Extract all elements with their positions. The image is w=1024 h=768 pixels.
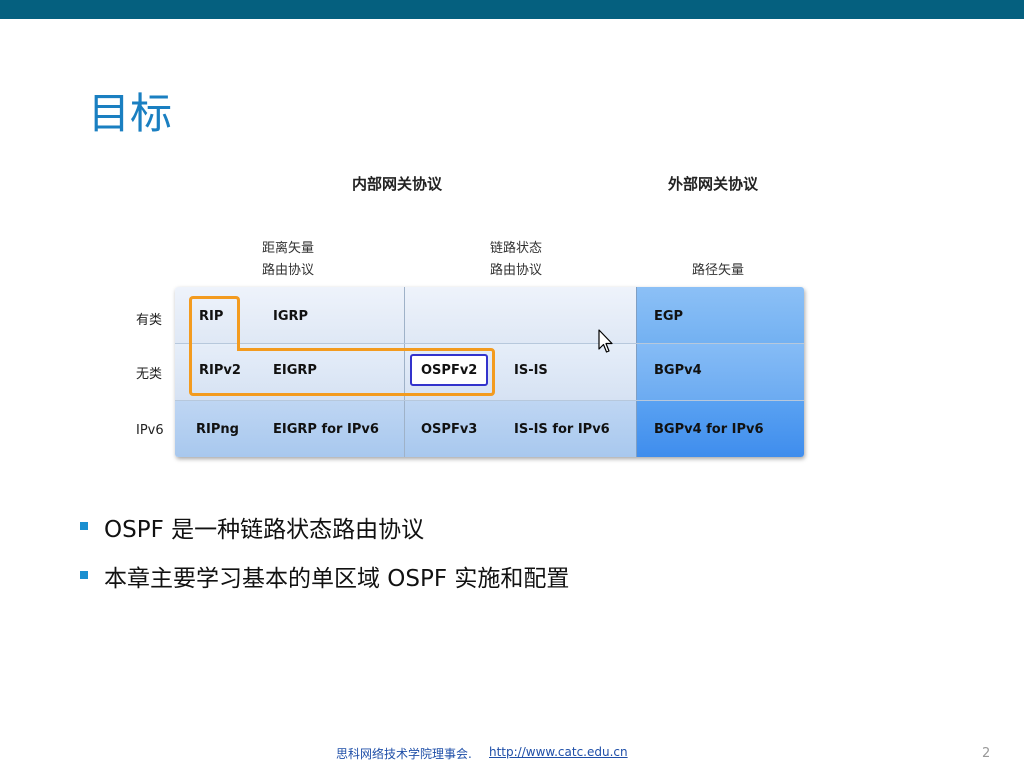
- subheader-path-vector: 路径矢量: [692, 263, 745, 278]
- cell-bg-igp-row3: [175, 400, 636, 457]
- divider-ls-egp: [636, 287, 637, 457]
- bullet-marker-1: [80, 522, 88, 530]
- highlight-classless-box: [189, 348, 495, 396]
- cell-ospfv3: OSPFv3: [421, 422, 478, 437]
- cell-bg-egp-row2: [636, 343, 804, 400]
- bullet-marker-2: [80, 571, 88, 579]
- subheader-link-state-line2: 路由协议: [490, 263, 543, 278]
- subheader-distance-vector: 距离矢量 路由协议: [262, 238, 314, 282]
- cell-eigrp: EIGRP: [273, 363, 317, 378]
- cell-is-is: IS-IS: [514, 363, 548, 378]
- row-label-ipv6: IPv6: [136, 423, 164, 438]
- cell-eigrp-ipv6: EIGRP for IPv6: [273, 422, 379, 437]
- highlight-mask: [192, 346, 237, 352]
- cell-ripng: RIPng: [196, 422, 239, 437]
- footer-org: 思科网络技术学院理事会.: [336, 747, 472, 761]
- highlight-rip-box: [189, 296, 240, 351]
- row-label-classless: 无类: [136, 367, 163, 382]
- subheader-distance-vector-line1: 距离矢量: [262, 241, 315, 256]
- cell-bg-igp-row2: [175, 343, 636, 400]
- top-bar: [0, 0, 1024, 19]
- subheader-distance-vector-line2: 路由协议: [262, 263, 315, 278]
- cell-bg-egp-row1: [636, 287, 804, 343]
- divider-row2-row3: [175, 400, 804, 401]
- cell-igrp: IGRP: [273, 309, 309, 324]
- row-label-classful: 有类: [136, 313, 163, 328]
- cell-bgpv4: BGPv4: [654, 363, 702, 378]
- header-interior-gateway: 内部网关协议: [352, 175, 443, 193]
- page-number: 2: [982, 746, 991, 761]
- cell-bg-egp-row3: [636, 400, 804, 457]
- subheader-link-state-line1: 链路状态: [490, 241, 543, 256]
- cell-rip: RIP: [199, 309, 224, 324]
- bullet-text-1: OSPF 是一种链路状态路由协议: [104, 517, 425, 543]
- cell-bgpv4-ipv6: BGPv4 for IPv6: [654, 422, 764, 437]
- mouse-cursor-icon: [598, 329, 613, 353]
- cell-ospfv2: OSPFv2: [421, 363, 478, 378]
- cell-ripv2: RIPv2: [199, 363, 241, 378]
- ospfv2-highlight-box: [410, 354, 488, 386]
- protocol-table: [175, 287, 804, 457]
- cell-egp: EGP: [654, 309, 684, 324]
- footer-url-link[interactable]: http://www.catc.edu.cn: [489, 745, 628, 759]
- cell-bg-igp-row1: [175, 287, 636, 343]
- header-exterior-gateway: 外部网关协议: [668, 175, 759, 193]
- cell-is-is-ipv6: IS-IS for IPv6: [514, 422, 610, 437]
- bullet-text-2: 本章主要学习基本的单区域 OSPF 实施和配置: [104, 566, 570, 592]
- divider-row1-row2: [175, 343, 804, 344]
- slide-title: 目标: [88, 89, 173, 138]
- divider-dv-ls: [404, 287, 405, 457]
- subheader-link-state: 链路状态 路由协议: [490, 238, 542, 282]
